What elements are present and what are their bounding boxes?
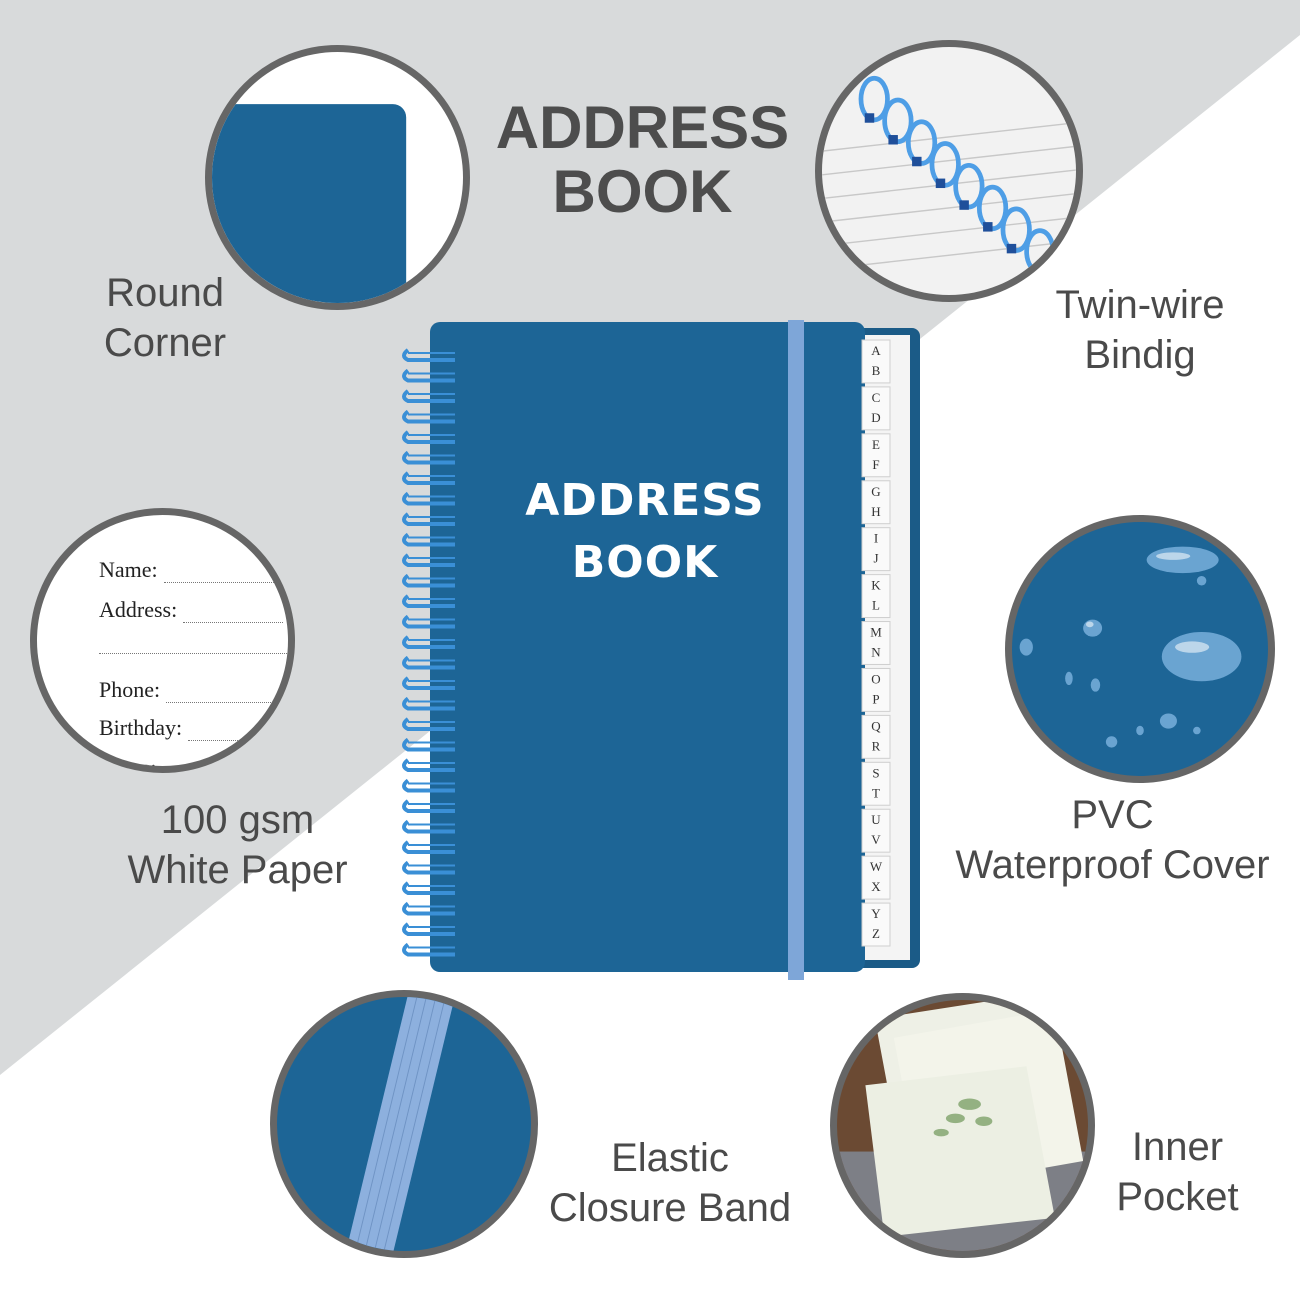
title-line-1: ADDRESS (495, 94, 790, 161)
tab-letter: Z (872, 926, 880, 941)
spiral-coil (402, 717, 455, 731)
tab-letter: W (870, 859, 883, 874)
form-address-label: Address: (99, 597, 178, 622)
form-birthday-label: Birthday: (99, 715, 183, 740)
spiral-coil (402, 799, 455, 813)
tab-letter: Y (871, 906, 881, 921)
alphabet-tab (861, 480, 891, 525)
spiral-coil (402, 881, 455, 895)
spiral-coil (402, 491, 455, 506)
tab-letter: L (872, 598, 880, 613)
tab-letter: F (872, 457, 879, 472)
spiral-coil (402, 348, 455, 362)
tab-letter: B (872, 363, 881, 378)
spiral-coil (402, 655, 455, 670)
alphabet-tab (861, 386, 891, 431)
tab-letter: P (872, 691, 879, 706)
cover-title: ADDRESS BOOK (520, 470, 770, 594)
tab-letter: J (873, 551, 878, 566)
waterproof-image (1005, 515, 1275, 783)
spiral-coil (402, 901, 455, 916)
alphabet-tab (861, 621, 891, 665)
spiral-coil (402, 737, 455, 752)
alphabet-tab (861, 714, 891, 759)
round-corner-image (205, 45, 470, 310)
spiral-coil (402, 860, 455, 875)
tab-letter: I (874, 531, 878, 546)
alphabet-tab (861, 902, 891, 947)
tab-letter: H (871, 504, 880, 519)
tab-letter: K (871, 578, 881, 593)
cover-title-line-2: BOOK (571, 537, 719, 588)
cover-title-line-1: ADDRESS (525, 475, 765, 526)
alphabet-tab (861, 761, 891, 806)
spiral-coil (402, 368, 455, 383)
tab-letter: G (871, 484, 880, 499)
paper-label: 100 gsm White Paper (127, 798, 348, 892)
alphabet-tab (861, 527, 891, 572)
spiral-coil (402, 819, 455, 834)
round-corner-label: Round Corner (103, 271, 227, 365)
spiral-coil (402, 942, 455, 957)
spiral-coil (402, 922, 455, 936)
tab-letter: Q (871, 718, 881, 733)
spiral-coil (402, 389, 455, 403)
tab-letter: A (871, 343, 881, 358)
tab-letter: R (872, 738, 881, 753)
spiral-coil (402, 594, 455, 608)
spiral-coil (402, 676, 455, 690)
alphabet-tab (861, 339, 891, 384)
paper-image: Name: Address: Phone: Birthday: Notes: (30, 508, 295, 773)
spiral-coil (402, 614, 455, 629)
form-notes-label: Notes: (99, 755, 157, 773)
spiral-coil (402, 532, 455, 547)
inner-pocket-image (830, 993, 1095, 1258)
elastic-band-image (270, 990, 538, 1258)
tab-letter: C (872, 390, 881, 405)
tab-letter: M (870, 625, 882, 640)
spiral-coil (402, 840, 455, 854)
spiral-coil (402, 573, 455, 588)
inner-pocket-label: Inner Pocket (1116, 1125, 1239, 1219)
twin-wire-label: Twin-wire Bindig (1055, 283, 1225, 377)
waterproof-label: PVC Waterproof Cover (955, 793, 1270, 887)
alphabet-tab (861, 667, 891, 712)
tab-letter: U (871, 812, 881, 827)
title-line-2: BOOK (552, 158, 733, 225)
spiral-coil (402, 635, 455, 649)
spiral-coil (402, 471, 455, 485)
tab-letter: N (871, 645, 881, 660)
tab-letter: D (871, 410, 880, 425)
spiral-coil (402, 778, 455, 793)
tab-letter: X (871, 879, 881, 894)
page-title: ADDRESS BOOK (470, 96, 815, 224)
form-phone-label: Phone: (99, 677, 161, 702)
spiral-coil (402, 512, 455, 526)
spiral-coil (402, 430, 455, 444)
tab-letter: E (872, 437, 880, 452)
alphabet-tab (861, 433, 891, 478)
spiral-coil (402, 409, 455, 424)
tab-letter: T (872, 785, 880, 800)
tab-letter: V (871, 832, 881, 847)
spiral-coil (402, 696, 455, 711)
twin-wire-image (815, 40, 1083, 302)
tab-letter: S (872, 765, 879, 780)
form-name-label: Name: (99, 557, 158, 582)
elastic-band-label: Elastic Closure Band (548, 1136, 792, 1230)
alphabet-tab (861, 574, 891, 619)
spiral-coil (402, 450, 455, 465)
spiral-coil (402, 553, 455, 567)
alphabet-tab (861, 855, 891, 900)
tab-letter: O (871, 671, 880, 686)
spiral-coil (402, 758, 455, 772)
alphabet-tab (861, 808, 891, 853)
